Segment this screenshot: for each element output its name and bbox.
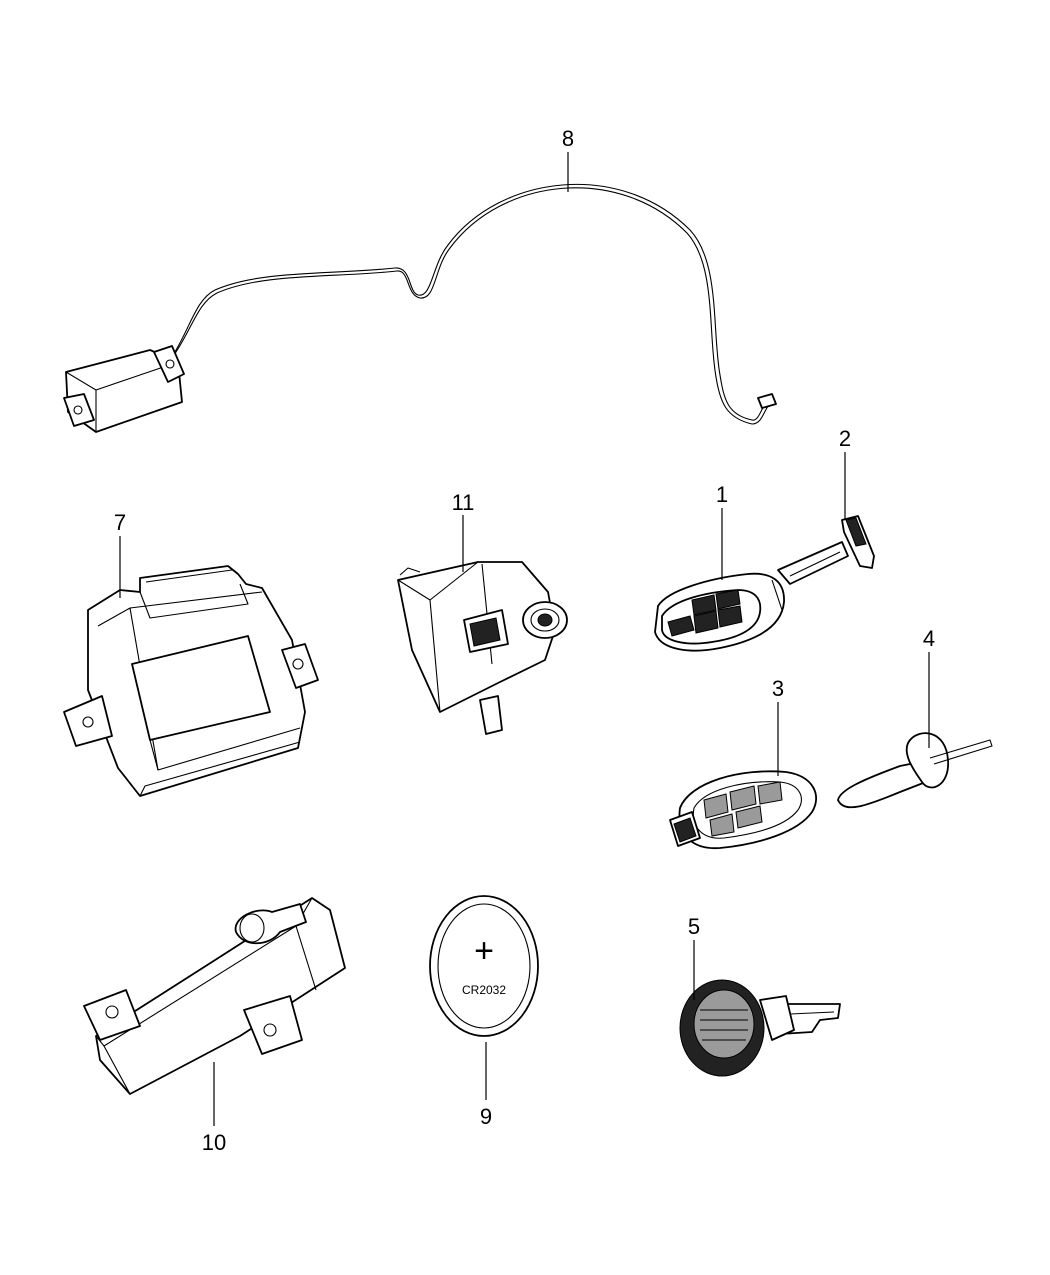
part-3-key-fob[interactable] (669, 770, 817, 849)
callout-8: 8 (562, 126, 574, 151)
callout-2: 2 (839, 426, 851, 451)
callout-5: 5 (688, 914, 700, 939)
callout-7: 7 (114, 510, 126, 535)
callout-9: 9 (480, 1104, 492, 1129)
part-9-battery[interactable]: + CR2032 (429, 895, 539, 1037)
leader-lines (119, 152, 930, 1126)
part-11-ignition-module[interactable] (397, 561, 568, 735)
callout-labels: 8 1 2 3 4 5 7 9 10 11 (114, 126, 935, 1155)
part-2-key-blade[interactable] (777, 515, 875, 585)
battery-polarity: + (474, 932, 494, 970)
part-7-control-module[interactable] (63, 565, 319, 797)
callout-3: 3 (772, 676, 784, 701)
part-4-key-blade[interactable] (837, 732, 993, 809)
part-10-bracket[interactable] (83, 897, 346, 1095)
callout-11: 11 (452, 490, 475, 515)
part-8-antenna-cable[interactable] (63, 183, 777, 433)
callout-10: 10 (202, 1130, 226, 1155)
callout-1: 1 (716, 482, 728, 507)
callout-4: 4 (923, 626, 935, 651)
part-5-key[interactable] (679, 979, 841, 1077)
battery-marking: CR2032 (462, 983, 506, 997)
part-1-key-fob[interactable] (654, 572, 785, 652)
